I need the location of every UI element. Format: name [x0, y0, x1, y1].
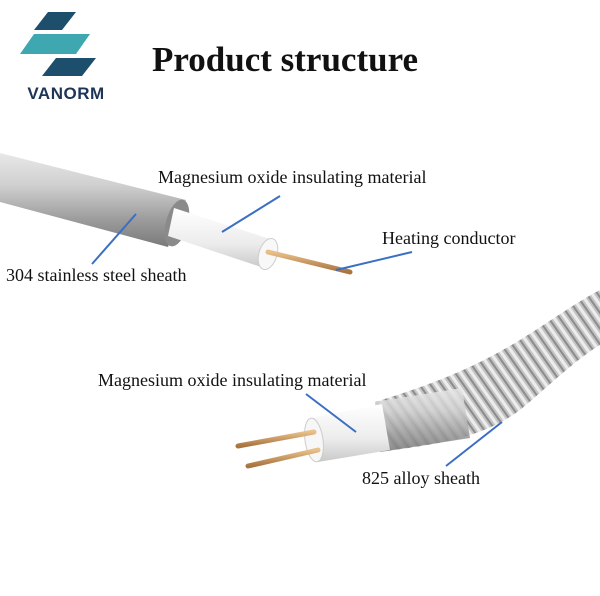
heating-conductor-wire: [265, 249, 353, 275]
label-alloy-sheath: 825 alloy sheath: [362, 468, 480, 488]
bottom-cable: [235, 290, 600, 469]
leader-mgo-top: [221, 195, 281, 233]
label-stainless-steel-sheath: 304 stainless steel sheath: [6, 265, 187, 285]
vanorm-logo-icon: [20, 12, 96, 76]
label-heating-conductor: Heating conductor: [382, 228, 516, 248]
conductor-wire-2: [245, 447, 321, 469]
leader-825: [445, 421, 503, 467]
leader-304: [91, 213, 137, 265]
page-title: Product structure: [152, 40, 419, 79]
leader-mgo-bottom: [305, 393, 357, 433]
brand-logo-text: VANORM: [27, 84, 105, 103]
label-magnesium-oxide-bottom: Magnesium oxide insulating material: [98, 370, 367, 390]
top-cable: [0, 153, 353, 275]
stainless-steel-sheath-shape: [0, 153, 186, 247]
insulation-top-shape: [168, 208, 273, 268]
conductor-wire-1: [235, 429, 317, 449]
leader-heating: [335, 251, 413, 271]
leader-lines: [91, 195, 503, 467]
label-magnesium-oxide-top: Magnesium oxide insulating material: [158, 167, 427, 187]
insulation-bottom-shape: [310, 404, 390, 462]
